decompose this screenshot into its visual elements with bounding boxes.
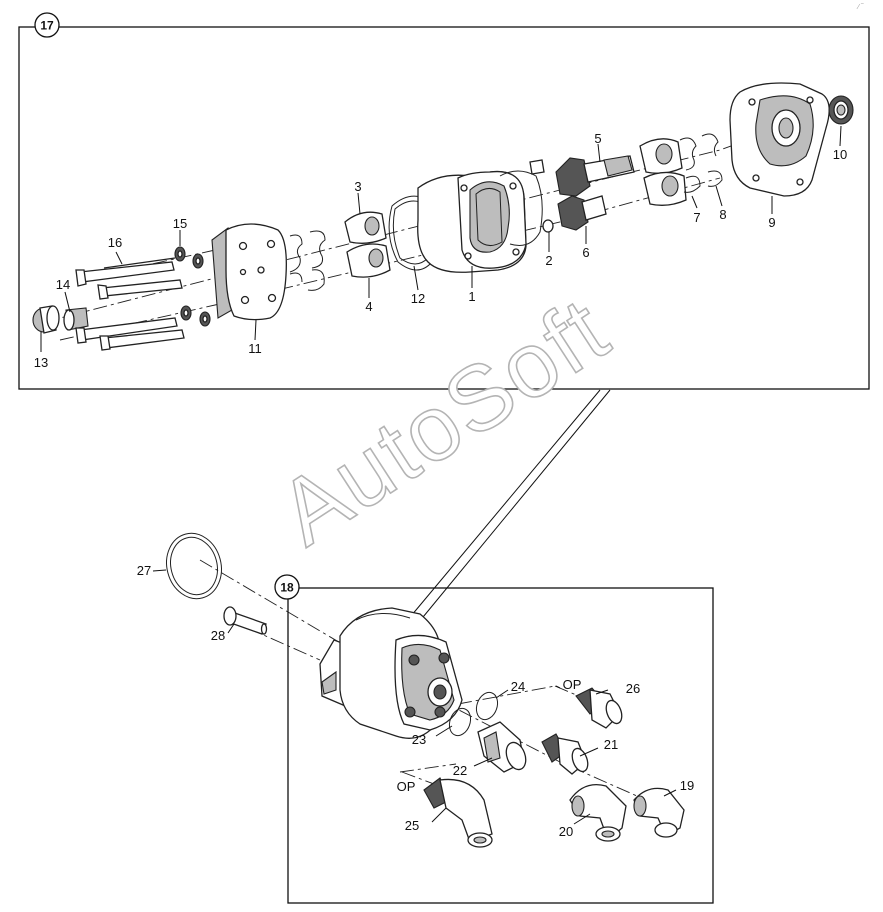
part-23-o-ring [448, 707, 472, 737]
label-21: 21 [604, 737, 618, 752]
part-5-drive-gear [555, 155, 635, 197]
label-10: 10 [833, 147, 847, 162]
note-op-lower: OP [397, 779, 416, 794]
view-18-frame [287, 587, 714, 904]
part-20-elbow [569, 783, 627, 842]
note-op-upper: OP [563, 677, 582, 692]
label-9: 9 [768, 215, 775, 230]
part-26-fitting [575, 687, 623, 729]
label-16: 16 [108, 235, 122, 250]
label-1: 1 [468, 289, 475, 304]
part-8-clips [679, 133, 723, 193]
corner-mark: ⁄ ‾ [856, 3, 864, 11]
label-3: 3 [354, 179, 361, 194]
view-18-number: 18 [280, 581, 294, 595]
label-8: 8 [719, 207, 726, 222]
centerline-18-lower [399, 763, 457, 791]
label-19: 19 [680, 778, 694, 793]
label-4: 4 [365, 299, 372, 314]
part-10-shaft-seal [828, 95, 854, 125]
label-6: 6 [582, 245, 589, 260]
label-26: 26 [626, 681, 640, 696]
label-11: 11 [248, 341, 262, 356]
view-18: 18 [137, 532, 714, 904]
label-20: 20 [559, 824, 573, 839]
pump-assembly [319, 607, 463, 739]
part-15-washers [174, 246, 211, 327]
view-17-badge [34, 12, 60, 38]
part-7-bushings [639, 138, 687, 206]
label-2: 2 [545, 253, 552, 268]
watermark: AutoSoft [261, 278, 626, 564]
part-seal-clips-left [289, 230, 326, 291]
label-12: 12 [411, 291, 425, 306]
label-15: 15 [173, 216, 187, 231]
part-4-bushing [346, 243, 391, 278]
view-17: 17 [18, 12, 870, 390]
centerline-lower [59, 177, 721, 341]
view-17-frame [18, 26, 870, 390]
view-17-number: 17 [40, 19, 54, 33]
part-2-dowel-pins [529, 159, 554, 233]
label-13: 13 [34, 355, 48, 370]
part-1-housing [417, 170, 527, 273]
label-25: 25 [405, 818, 419, 833]
part-25-elbow [423, 777, 493, 848]
part-gasket-right [499, 170, 543, 246]
label-24: 24 [511, 679, 525, 694]
view-18-badge [274, 574, 300, 600]
part-21-fitting [541, 733, 589, 775]
centerline-18-bolt [224, 617, 321, 661]
centerline-18-upper [457, 685, 601, 706]
part-3-bushing [344, 211, 387, 244]
part-6-driven-gear [557, 195, 607, 231]
part-28-bolt [223, 606, 268, 635]
part-22-fitting [477, 721, 527, 773]
label-14: 14 [56, 277, 70, 292]
part-16-bolts [75, 257, 185, 351]
label-5: 5 [594, 131, 601, 146]
part-9-rear-flange [729, 82, 830, 197]
callout-line-left [405, 389, 601, 623]
part-11-front-cover [211, 223, 287, 321]
part-13-cap [32, 305, 60, 334]
label-22: 22 [453, 763, 467, 778]
label-28: 28 [211, 628, 225, 643]
part-24-o-ring [475, 691, 499, 721]
leaders-18 [152, 569, 677, 825]
part-19-elbow [633, 787, 685, 838]
label-23: 23 [412, 732, 426, 747]
label-7: 7 [693, 210, 700, 225]
part-14-sleeve [63, 307, 89, 331]
part-27-o-ring [166, 532, 222, 600]
leaders-17 [40, 125, 842, 352]
label-27: 27 [137, 563, 151, 578]
